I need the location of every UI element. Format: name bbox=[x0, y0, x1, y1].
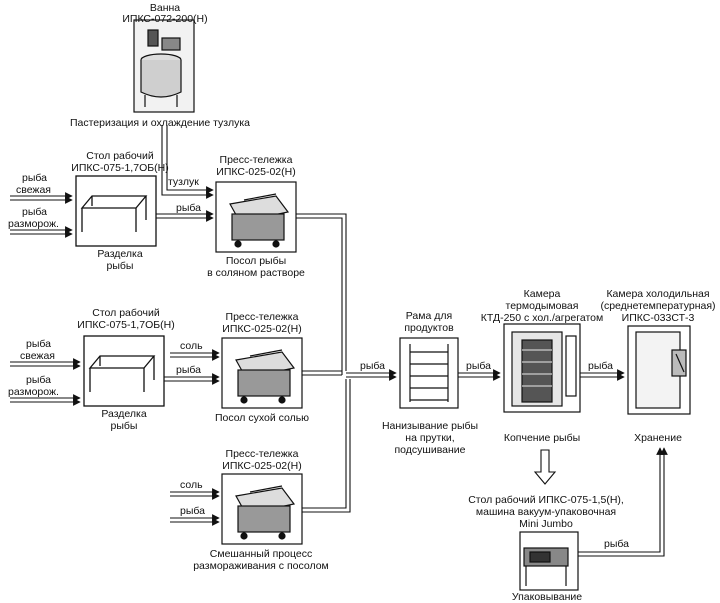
edge-label-fish-pack-cold: рыба bbox=[604, 538, 629, 550]
rack-title-2: продуктов bbox=[404, 322, 454, 334]
edge-label-fresh-1: рыба bbox=[22, 172, 47, 184]
bath-model: ИПКС-072-200(Н) bbox=[122, 13, 208, 25]
edge-label-fish-to-rack: рыба bbox=[360, 360, 385, 372]
pack-title-1: Стол рабочий ИПКС-075-1,5(Н), bbox=[468, 494, 624, 506]
table2-title: Стол рабочий bbox=[92, 307, 160, 319]
bath-icon bbox=[133, 19, 195, 113]
pack-title-2: машина вакуум-упаковочная bbox=[475, 506, 617, 518]
table1-title: Стол рабочий bbox=[86, 150, 154, 162]
cart2-title: Пресс-тележка bbox=[225, 311, 299, 323]
press-cart-1-icon bbox=[215, 181, 297, 253]
press-cart-2-icon bbox=[221, 337, 303, 409]
cold-title-1: Камера холодильная bbox=[606, 288, 710, 300]
cold-title-3: ИПКС-033СТ-3 bbox=[621, 312, 695, 324]
smoker-title-1: Камера bbox=[523, 288, 561, 300]
work-table-2-icon bbox=[83, 335, 165, 407]
edge-label-fish-cart3: рыба bbox=[180, 505, 205, 517]
cart3-title: Пресс-тележка bbox=[225, 448, 299, 460]
table1-process-1: Разделка bbox=[97, 248, 143, 260]
cold-title-2: (среднетемпературная) bbox=[600, 300, 716, 312]
cold-process: Хранение bbox=[634, 432, 682, 444]
rack-process-3: подсушивание bbox=[394, 444, 466, 456]
pack-title-3: Mini Jumbo bbox=[519, 518, 573, 530]
cart1-process-1: Посол рыбы bbox=[225, 255, 287, 267]
cart2-process-1: Посол сухой солью bbox=[214, 412, 310, 424]
edge-label-fresh-2: рыба bbox=[26, 338, 51, 350]
table2-process-1: Разделка bbox=[101, 408, 147, 420]
bath-title: Ванна bbox=[149, 2, 181, 14]
cart3-model: ИПКС-025-02(Н) bbox=[222, 460, 302, 472]
rack-process-2: на прутки, bbox=[405, 432, 455, 444]
bath-process: Пастеризация и охлаждение тузлука bbox=[69, 117, 251, 129]
press-cart-3-icon bbox=[221, 473, 303, 545]
smoker-title-2: термодымовая bbox=[505, 300, 579, 312]
rack-process-1: Нанизывание рыбы bbox=[381, 420, 479, 432]
table2-model: ИПКС-075-1,7ОБ(Н) bbox=[77, 319, 175, 331]
rack-title-1: Рама для bbox=[405, 310, 453, 322]
cart2-model: ИПКС-025-02(Н) bbox=[222, 323, 302, 335]
packaging-machine-icon bbox=[519, 531, 579, 591]
table1-model: ИПКС-075-1,7ОБ(Н) bbox=[71, 162, 169, 174]
smoker-process: Копчение рыбы bbox=[503, 432, 581, 444]
smoke-chamber-icon bbox=[503, 323, 581, 413]
edge-label-fish-table2-cart2: рыба bbox=[176, 364, 201, 376]
edge-label-salt-cart3: соль bbox=[180, 479, 203, 491]
edge-label-fresh-2b: свежая bbox=[20, 350, 55, 362]
edge-label-thawed-2: рыба bbox=[26, 374, 51, 386]
table1-process-2: рыбы bbox=[106, 260, 134, 272]
cold-chamber-icon bbox=[627, 325, 691, 415]
table2-process-2: рыбы bbox=[110, 420, 138, 432]
edge-label-salt-cart2: соль bbox=[180, 340, 203, 352]
edge-label-brine: тузлук bbox=[168, 176, 199, 188]
edge-label-thawed-1: рыба bbox=[22, 206, 47, 218]
cart1-process-2: в соляном растворе bbox=[207, 267, 305, 279]
edge-label-fish-rack-smoker: рыба bbox=[466, 360, 491, 372]
edge-label-fish-smoker-cold: рыба bbox=[588, 360, 613, 372]
pack-process: Упаковывание bbox=[511, 591, 583, 603]
smoker-title-3: КТД-250 с хол./агрегатом bbox=[480, 312, 604, 324]
cart3-process-1: Смешанный процесс bbox=[209, 548, 313, 560]
cart1-model: ИПКС-025-02(Н) bbox=[216, 166, 296, 178]
cart1-title: Пресс-тележка bbox=[219, 154, 293, 166]
edge-label-thawed-1b: разморож. bbox=[8, 218, 59, 230]
work-table-1-icon bbox=[75, 175, 157, 247]
connectors bbox=[10, 125, 668, 557]
edge-label-thawed-2b: разморож. bbox=[8, 386, 59, 398]
product-rack-icon bbox=[399, 337, 459, 409]
edge-label-fresh-1b: свежая bbox=[16, 184, 51, 196]
cart3-process-2: размораживания с посолом bbox=[193, 560, 329, 572]
edge-label-fish-table1-cart1: рыба bbox=[176, 202, 201, 214]
